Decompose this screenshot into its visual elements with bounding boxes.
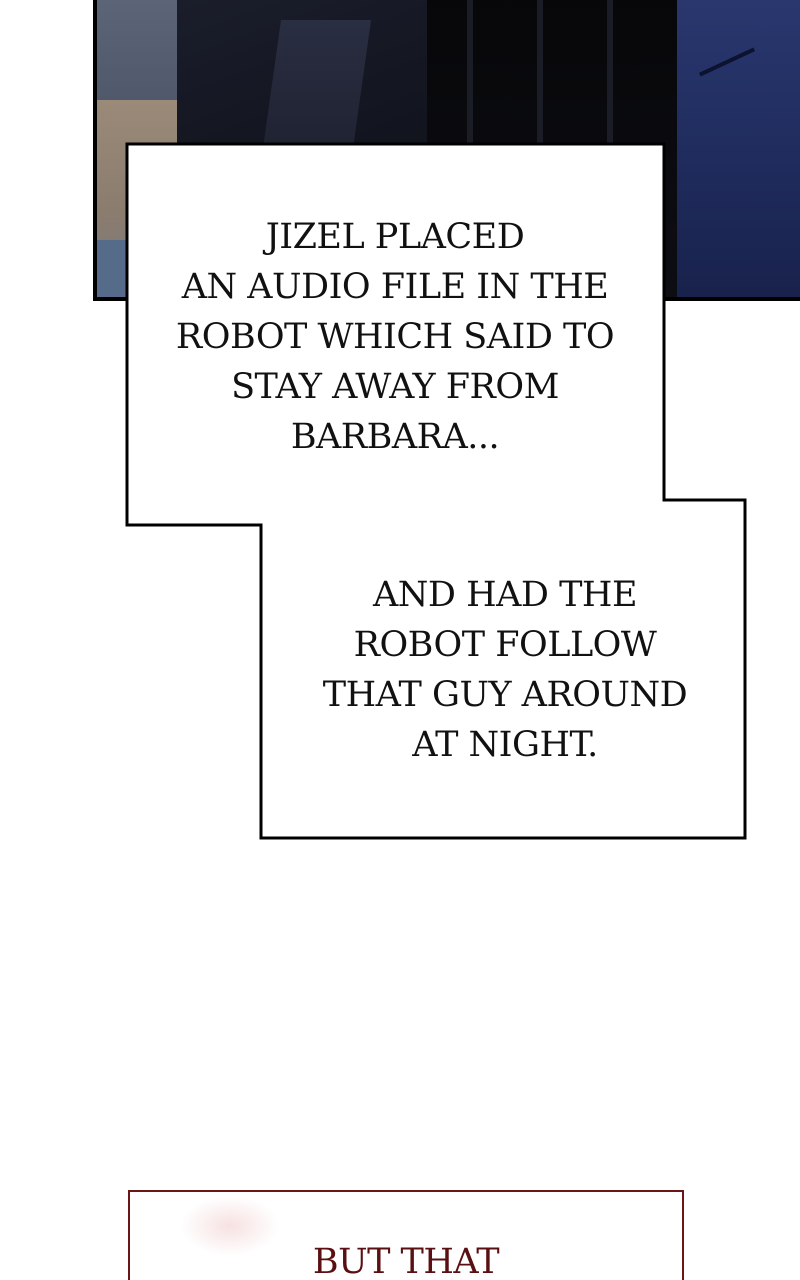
blush-decoration (180, 1196, 280, 1256)
character-jacket (677, 0, 800, 297)
bottom-caption-text: BUT THAT (312, 1242, 500, 1280)
caption-text-first: JIZEL PLACED AN AUDIO FILE IN THE ROBOT … (175, 217, 615, 457)
caption-text-second: AND HAD THE ROBOT FOLLOW THAT GUY AROUND… (322, 575, 688, 765)
bottom-caption-box: BUT THAT (128, 1190, 684, 1280)
